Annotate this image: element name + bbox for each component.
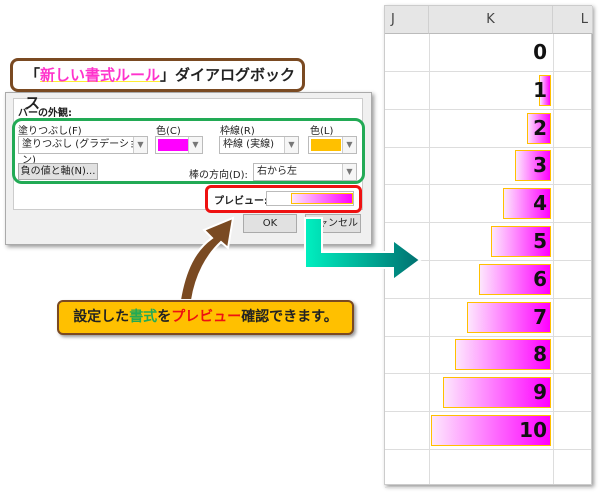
data-bar [479,263,551,295]
bar-appearance-label: バーの外観: [18,108,72,119]
cell-value[interactable]: 4 [533,191,547,216]
chevron-down-icon: ▼ [284,137,298,153]
border-value: 枠線 (実線) [223,139,274,150]
table-row [385,450,591,488]
column-header-l[interactable]: L [553,6,593,34]
cell-value[interactable]: 10 [519,418,547,442]
data-bar [467,301,551,333]
negative-value-axis-button[interactable]: 負の値と軸(N)... [18,163,98,180]
border-color-swatch [311,139,341,151]
data-bar [431,415,551,446]
table-row: 3 [385,147,591,186]
chevron-down-icon: ▼ [188,137,202,153]
direction-label: 棒の方向(D): [189,170,248,181]
border-color-label: 色(L) [310,126,334,137]
border-label: 枠線(R) [220,126,255,137]
table-row: 2 [385,110,591,148]
fill-value: 塗りつぶし (グラデーション) [22,139,139,166]
brown-arrow-icon [178,216,235,301]
table-row: 10 [385,412,591,450]
cell-value[interactable]: 6 [533,266,547,291]
dialog-title-callout: 「新しい書式ルール」ダイアログボックス [10,58,305,112]
table-row: 1 [385,72,591,110]
title-rest: ダイアログボックス [25,66,296,112]
cell-value[interactable]: 0 [533,40,547,64]
cell-value[interactable]: 3 [533,153,547,178]
chevron-down-icon: ▼ [342,164,356,180]
cell-value[interactable]: 1 [533,77,547,102]
dialog-name-highlight: 新しい書式ルール [40,66,161,84]
fill-dropdown[interactable]: 塗りつぶし (グラデーション)▼ [18,136,148,166]
border-dropdown[interactable]: 枠線 (実線) ▼ [219,136,299,154]
preview-bar [291,193,353,204]
fill-color-picker[interactable]: ▼ [155,136,203,154]
data-bar [527,112,551,144]
table-row: 0 [385,34,591,72]
data-bar [491,226,551,257]
fill-color-swatch [158,139,188,151]
cell-value[interactable]: 5 [533,229,547,253]
color-label: 色(C) [156,126,181,137]
cell-value[interactable]: 2 [533,115,547,140]
ok-button[interactable]: OK [243,214,297,233]
column-header-j[interactable]: J [385,6,429,34]
preview-box [266,191,354,206]
cell-value[interactable]: 9 [533,380,547,405]
border-color-picker[interactable]: ▼ [308,136,357,154]
table-row: 8 [385,336,591,375]
data-bar [539,74,551,106]
data-bar [443,377,551,409]
fill-label: 塗りつぶし(F) [18,126,82,137]
chevron-down-icon: ▼ [133,137,147,153]
teal-arrow-icon [304,217,422,282]
table-row: 9 [385,374,591,413]
chevron-down-icon: ▼ [342,137,356,153]
table-row: 5 [385,223,591,261]
cell-value[interactable]: 7 [533,304,547,329]
preview-label: プレビュー: [214,196,268,207]
preview-highlight: プレビュー: [205,185,362,213]
cell-value[interactable]: 8 [533,342,547,367]
table-row: 6 [385,261,591,299]
table-row: 7 [385,299,591,337]
spreadsheet: J K L 0 1 2 3 4 5 6 7 8 9 10 [384,5,593,488]
column-header-k[interactable]: K [429,6,553,34]
preview-explanation-callout: 設定した書式をプレビュー確認できます。 [57,300,354,335]
settings-highlight [12,118,365,184]
data-bar [515,150,551,182]
data-bar [455,339,551,371]
data-bar [503,188,551,220]
table-row: 4 [385,185,591,224]
direction-value: 右から左 [257,166,297,177]
direction-dropdown[interactable]: 右から左 ▼ [253,163,357,181]
